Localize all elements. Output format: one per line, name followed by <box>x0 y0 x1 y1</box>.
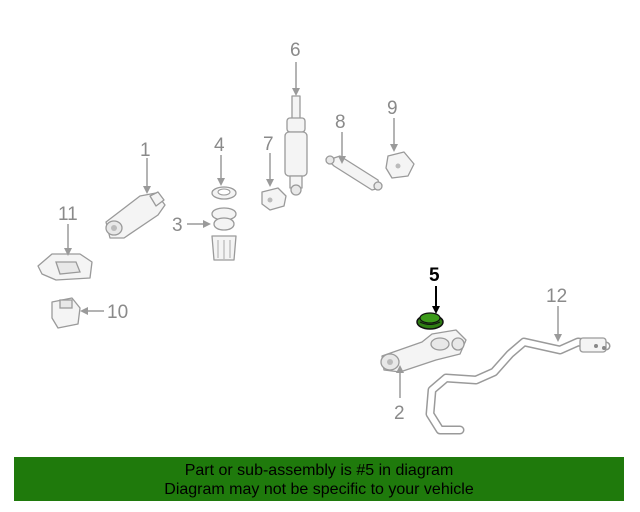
part-7-bracket[interactable] <box>261 187 287 211</box>
callout-label-3: 3 <box>172 215 183 236</box>
callout-3: 3 <box>172 215 211 236</box>
parts-diagram: 1 3 4 6 <box>37 40 611 435</box>
part-5-highlighted[interactable] <box>416 312 444 330</box>
callout-9: 9 <box>387 98 398 152</box>
callout-label-8: 8 <box>335 112 346 133</box>
part-9-mount[interactable] <box>385 151 415 179</box>
part-8-link[interactable] <box>325 155 383 191</box>
part-2-lower-control-arm[interactable] <box>380 329 467 373</box>
callout-label-5: 5 <box>429 265 440 286</box>
callout-label-4: 4 <box>214 135 225 156</box>
callout-label-12: 12 <box>546 286 567 307</box>
callout-label-1: 1 <box>140 140 151 161</box>
callout-11: 11 <box>58 204 78 256</box>
part-3-spring-bumper[interactable] <box>211 207 237 261</box>
callout-5: 5 <box>429 265 440 314</box>
callout-label-11: 11 <box>58 204 78 225</box>
callout-2: 2 <box>394 365 405 424</box>
callout-10: 10 <box>80 302 128 323</box>
callout-label-10: 10 <box>107 302 128 323</box>
callout-7: 7 <box>263 134 274 187</box>
part-6-shock-absorber[interactable] <box>284 95 308 196</box>
banner-line-1: Part or sub-assembly is #5 in diagram <box>184 462 454 479</box>
callout-label-9: 9 <box>387 98 398 119</box>
callout-label-6: 6 <box>290 40 301 61</box>
info-banner: Part or sub-assembly is #5 in diagram Di… <box>14 457 624 501</box>
callout-label-7: 7 <box>263 134 274 155</box>
callout-4: 4 <box>214 135 225 186</box>
part-1-control-arm[interactable] <box>105 191 166 239</box>
callout-1: 1 <box>140 140 151 194</box>
part-11-mount-bracket[interactable] <box>37 253 93 281</box>
callout-label-2: 2 <box>394 403 405 424</box>
banner-line-2: Diagram may not be specific to your vehi… <box>164 481 474 498</box>
part-4-insulator[interactable] <box>211 186 237 200</box>
callout-12: 12 <box>546 286 567 342</box>
part-12-stabilizer-bar[interactable] <box>425 337 611 435</box>
callout-8: 8 <box>335 112 346 164</box>
part-10-bushing[interactable] <box>51 297 81 329</box>
callout-6: 6 <box>290 40 301 96</box>
